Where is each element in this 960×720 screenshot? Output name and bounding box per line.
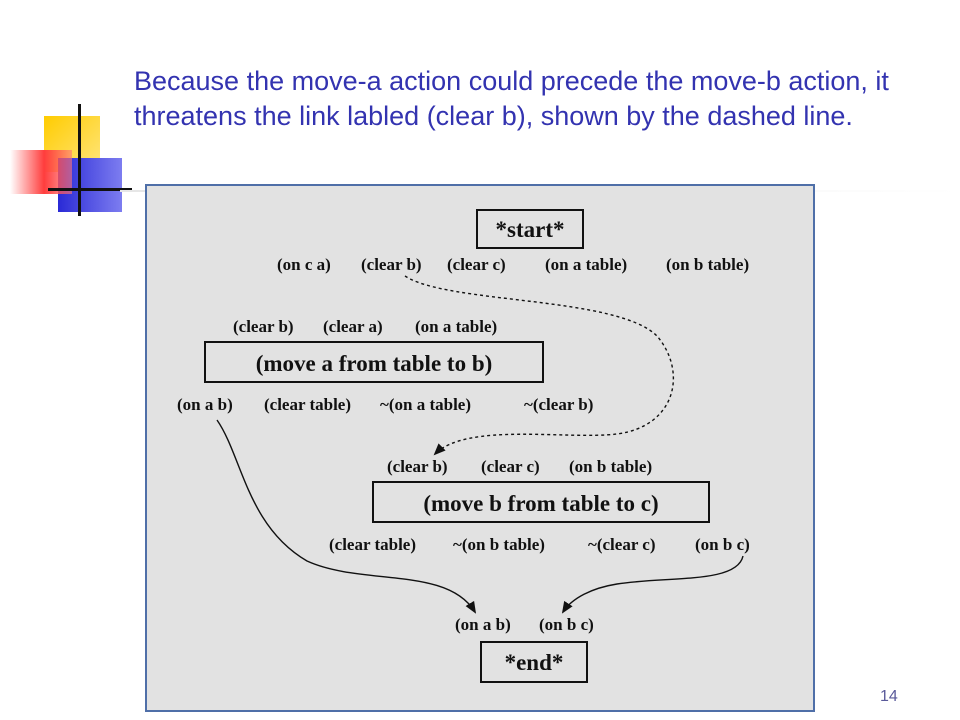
end-precondition: (on b c) (539, 615, 594, 634)
decor-red-bar (10, 150, 72, 194)
end-precondition: (on a b) (455, 615, 511, 634)
plan-diagram: *start* (on c a) (clear b) (clear c) (on… (145, 184, 815, 712)
move-a-node-box (204, 341, 544, 383)
move-a-precondition: (clear b) (233, 317, 294, 336)
move-b-precondition: (clear b) (387, 457, 448, 476)
decor-vertical-line (78, 104, 81, 216)
end-node-box (480, 641, 588, 683)
move-b-precondition: (clear c) (481, 457, 540, 476)
decor-horizontal-line (48, 188, 132, 191)
end-node-label: *end* (505, 650, 564, 675)
move-b-effect: ~(on b table) (453, 535, 545, 554)
start-effect: (clear c) (447, 255, 506, 274)
move-b-effect: ~(clear c) (588, 535, 656, 554)
slide-title: Because the move-a action could precede … (134, 66, 889, 131)
move-b-effect: (clear table) (329, 535, 416, 554)
move-b-node-box (372, 481, 710, 523)
move-a-effect: (clear table) (264, 395, 351, 414)
move-a-precondition: (clear a) (323, 317, 383, 336)
move-b-effect: (on b c) (695, 535, 750, 554)
link-on-b-c-arrow (561, 555, 744, 614)
page-number: 14 (880, 688, 898, 705)
start-node-label: *start* (496, 217, 565, 242)
start-effect: (on a table) (545, 255, 627, 274)
link-on-a-b-arrow (216, 419, 477, 614)
move-a-precondition: (on a table) (415, 317, 497, 336)
start-effect: (on c a) (277, 255, 331, 274)
move-b-node-label: (move b from table to c) (423, 491, 658, 516)
move-a-effect: (on a b) (177, 395, 233, 414)
plan-diagram-canvas: *start* (on c a) (clear b) (clear c) (on… (177, 209, 750, 683)
move-a-effect: ~(clear b) (524, 395, 593, 414)
start-node-box (476, 209, 584, 249)
start-effect: (clear b) (361, 255, 422, 274)
move-a-effect: ~(on a table) (380, 395, 471, 414)
move-b-precondition: (on b table) (569, 457, 652, 476)
threat-link-dashed-arrow (404, 275, 674, 456)
start-effect: (on b table) (666, 255, 749, 274)
move-a-node-label: (move a from table to b) (256, 351, 493, 376)
